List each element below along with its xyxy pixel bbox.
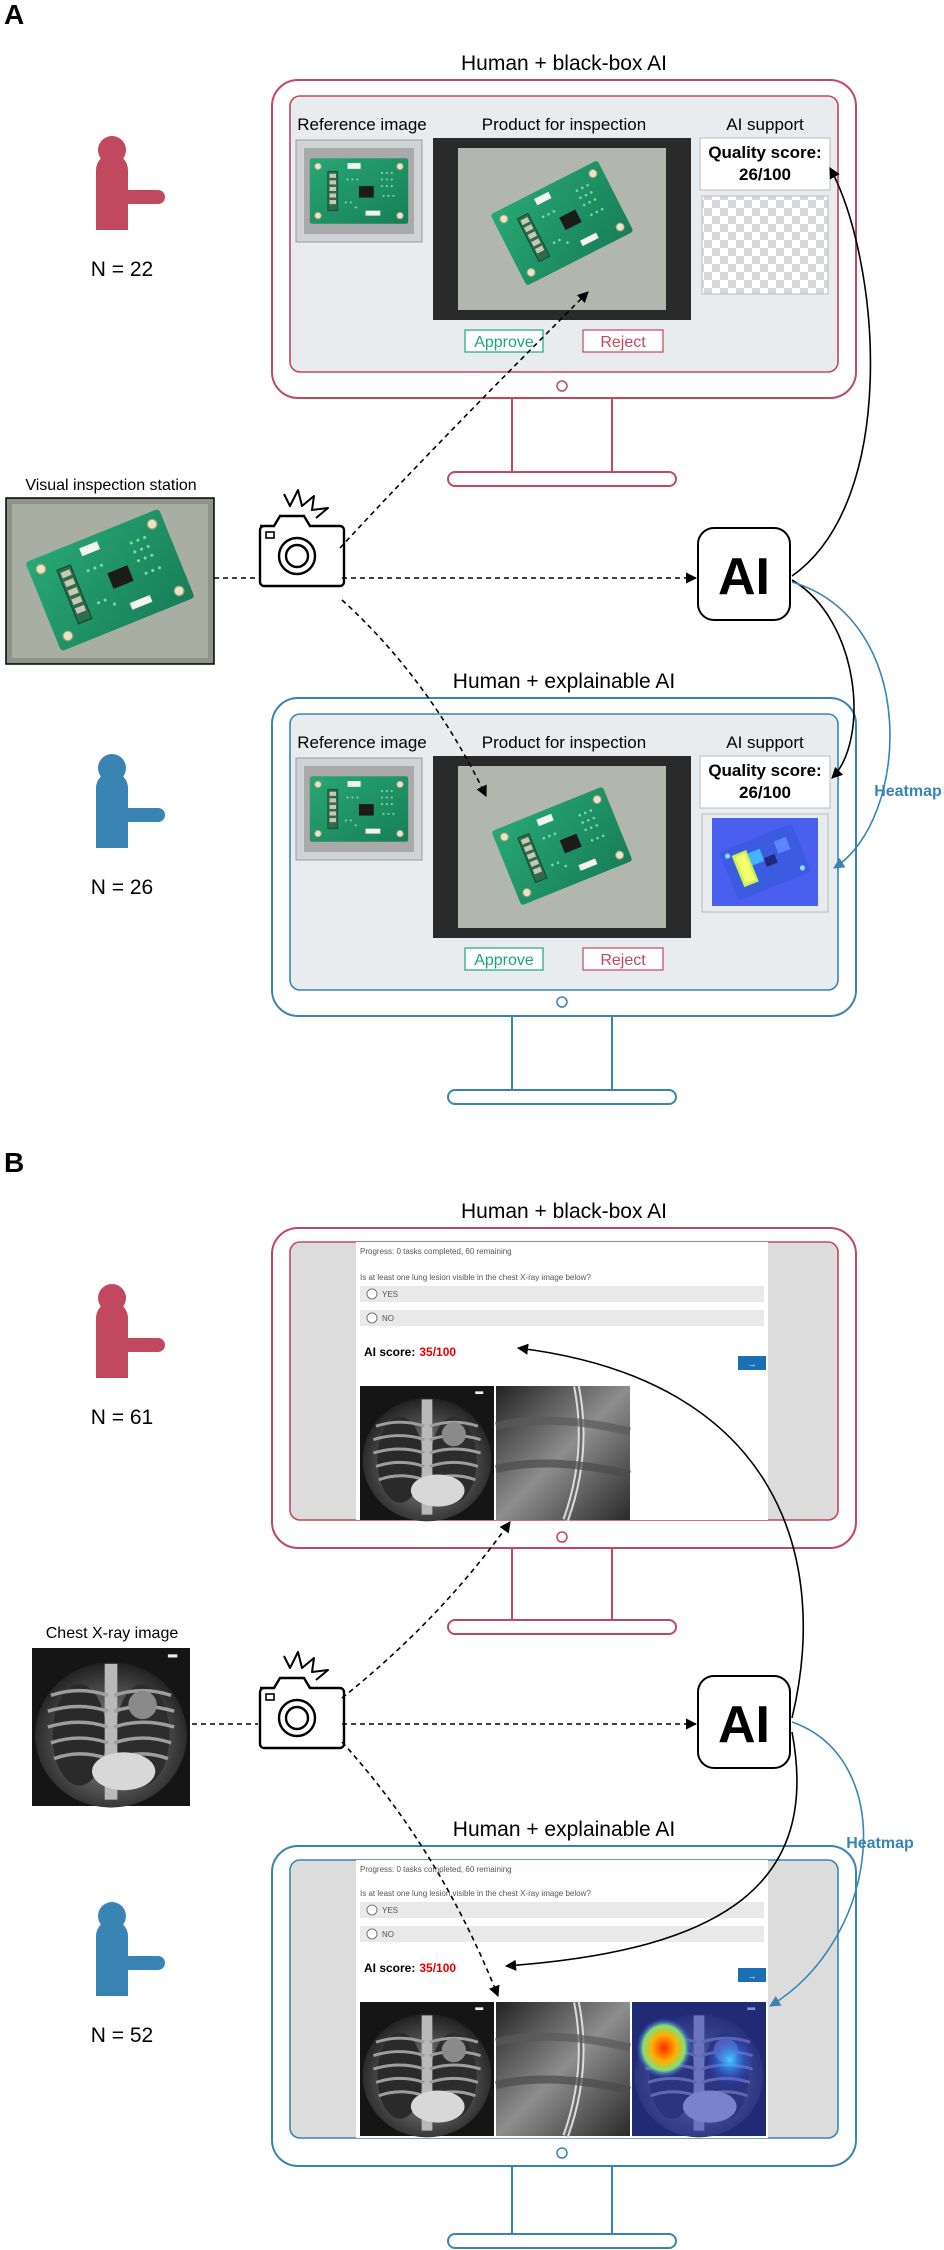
- b-xai-progress: Progress: 0 tasks completed, 60 remainin…: [360, 1865, 512, 1874]
- b-bb-ai-score: AI score: 35/100: [364, 1345, 456, 1359]
- a-bb-product-label: Product for inspection: [482, 115, 646, 134]
- b-xai-option-no[interactable]: NO: [360, 1926, 764, 1942]
- a-explainable-title: Human + explainable AI: [453, 670, 675, 693]
- panel-a-letter: A: [4, 0, 24, 30]
- a-xai-heatmap-image: [701, 813, 829, 913]
- a-blackbox-n: N = 22: [91, 258, 153, 281]
- person-icon: [96, 754, 165, 848]
- b-blackbox-title: Human + black-box AI: [461, 1200, 667, 1223]
- a-xai-quality-value: 26/100: [739, 783, 791, 802]
- a-bb-approve-label: Approve: [474, 334, 534, 351]
- a-xai-ref-label: Reference image: [297, 733, 426, 752]
- a-bb-empty-support-image: [701, 195, 829, 295]
- b-explainable-title: Human + explainable AI: [453, 1818, 675, 1841]
- b-bb-ai-score-value: 35/100: [419, 1345, 456, 1359]
- person-icon: [96, 1902, 165, 1996]
- a-xai-quality-box: [699, 755, 831, 809]
- b-source-label: Chest X-ray image: [46, 1625, 179, 1642]
- b-xai-option-yes[interactable]: YES: [360, 1902, 764, 1918]
- b-xai-next-button[interactable]: →: [738, 1968, 766, 1982]
- b-bb-progress: Progress: 0 tasks completed, 60 remainin…: [360, 1247, 512, 1256]
- a-ai-label: AI: [718, 548, 770, 606]
- b-xai-xray-zoom: [496, 2002, 630, 2136]
- a-bb-reject-button[interactable]: Reject: [582, 329, 664, 353]
- a-bb-reject-label: Reject: [600, 334, 646, 351]
- b-xai-xray-heatmap: [630, 2000, 768, 2139]
- b-xai-question: Is at least one lung lesion visible in t…: [360, 1889, 591, 1898]
- a-xai-reference-image: [295, 757, 423, 861]
- b-ai-box: [697, 1675, 791, 1769]
- b-bb-xray-zoom: [496, 1386, 630, 1520]
- b-bb-option-yes[interactable]: YES: [360, 1286, 764, 1302]
- a-xai-product-label: Product for inspection: [482, 733, 646, 752]
- a-xai-quality-label: Quality score:: [708, 761, 821, 780]
- b-xai-no-label: NO: [382, 1930, 394, 1939]
- b-ai-label: AI: [718, 1696, 770, 1754]
- b-bb-next-label: →: [748, 1359, 757, 1369]
- a-bb-quality-label: Quality score:: [708, 143, 821, 162]
- b-source-xray: [30, 1646, 192, 1810]
- a-bb-reference-image: [295, 139, 423, 243]
- b-bb-next-button[interactable]: →: [738, 1356, 766, 1370]
- a-arrows: [214, 167, 891, 869]
- a-bb-quality-value: 26/100: [739, 165, 791, 184]
- a-station-label: Visual inspection station: [25, 477, 196, 494]
- person-icon: [96, 1284, 165, 1378]
- a-xai-approve-label: Approve: [474, 952, 534, 969]
- camera-icon: [258, 1650, 346, 1750]
- panel-b-letter: B: [4, 1147, 24, 1178]
- b-xai-ai-score: AI score: 35/100: [364, 1961, 456, 1975]
- a-ai-box: [697, 527, 791, 621]
- a-station-image: [5, 497, 215, 665]
- b-xai-ai-score-label: AI score:: [364, 1961, 415, 1975]
- a-bb-product-image: [433, 138, 691, 320]
- a-bb-ref-label: Reference image: [297, 115, 426, 134]
- camera-icon: [258, 488, 346, 588]
- b-xai-xray-full: [358, 2000, 496, 2139]
- a-bb-support-label: AI support: [726, 115, 804, 134]
- b-explainable-n: N = 52: [91, 2024, 153, 2047]
- b-bb-yes-label: YES: [382, 1290, 398, 1299]
- a-blackbox-title: Human + black-box AI: [461, 52, 667, 75]
- b-bb-xray-full: [358, 1384, 496, 1523]
- a-bb-quality-box: [699, 137, 831, 191]
- a-xai-product-image: [433, 756, 691, 938]
- a-xai-reject-label: Reject: [600, 952, 646, 969]
- b-bb-option-no[interactable]: NO: [360, 1310, 764, 1326]
- b-bb-no-label: NO: [382, 1314, 394, 1323]
- a-xai-reject-button[interactable]: Reject: [582, 947, 664, 971]
- b-xai-next-label: →: [748, 1971, 757, 1981]
- a-xai-support-label: AI support: [726, 733, 804, 752]
- a-bb-approve-button[interactable]: Approve: [464, 329, 544, 353]
- b-xai-yes-label: YES: [382, 1906, 398, 1915]
- b-bb-ai-score-label: AI score:: [364, 1345, 415, 1359]
- b-arrows: [192, 1343, 865, 2007]
- b-xai-ai-score-value: 35/100: [419, 1961, 456, 1975]
- person-icon: [96, 136, 165, 230]
- b-blackbox-n: N = 61: [91, 1406, 153, 1429]
- b-bb-question: Is at least one lung lesion visible in t…: [360, 1273, 591, 1282]
- a-xai-approve-button[interactable]: Approve: [464, 947, 544, 971]
- b-heatmap-label: Heatmap: [846, 1835, 914, 1852]
- a-heatmap-label: Heatmap: [874, 783, 942, 800]
- a-explainable-n: N = 26: [91, 876, 153, 899]
